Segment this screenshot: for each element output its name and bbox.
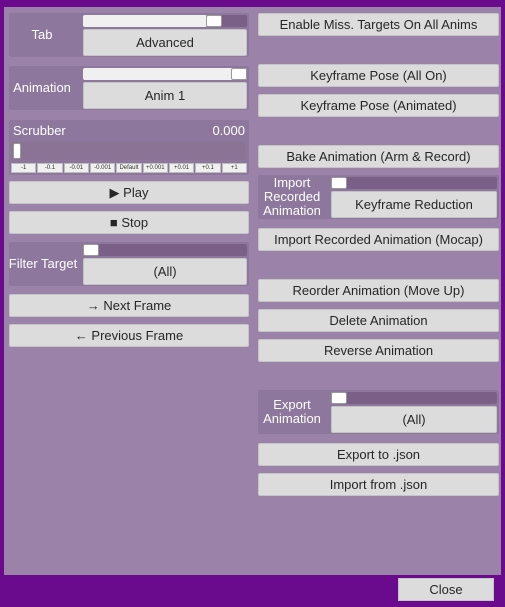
play-button[interactable]: ▶ Play: [9, 181, 249, 204]
reverse-animation-button[interactable]: Reverse Animation: [258, 339, 499, 362]
import-recorded-label: Import Recorded Animation: [263, 175, 321, 218]
filter-target-slider[interactable]: [83, 244, 247, 256]
animation-slider-fill: [83, 68, 247, 80]
delete-animation-button[interactable]: Delete Animation: [258, 309, 499, 332]
animation-dropdown[interactable]: Anim 1: [83, 82, 247, 109]
import-recorded-slider-handle[interactable]: [331, 177, 347, 189]
tab-dropdown[interactable]: Advanced: [83, 29, 247, 56]
step-minus-0.001-button[interactable]: -0.001: [89, 163, 116, 173]
close-button[interactable]: Close: [398, 578, 494, 601]
reorder-animation-button[interactable]: Reorder Animation (Move Up): [258, 279, 499, 302]
step-default-button[interactable]: Default: [116, 163, 142, 173]
tab-slider[interactable]: [83, 15, 247, 27]
scrubber-handle[interactable]: [13, 143, 21, 159]
filter-target-slider-handle[interactable]: [83, 244, 99, 256]
step-plus-0.01-button[interactable]: +0.01: [168, 163, 195, 173]
animation-label: Animation: [13, 80, 71, 95]
step-plus-1-button[interactable]: +1: [221, 163, 247, 173]
tab-slider-handle[interactable]: [206, 15, 222, 27]
filter-target-label: Filter Target: [8, 256, 78, 271]
tab-label: Tab: [31, 27, 53, 42]
next-frame-button[interactable]: → Next Frame: [9, 294, 249, 317]
import-json-button[interactable]: Import from .json: [258, 473, 499, 496]
import-recorded-slider[interactable]: [331, 177, 497, 189]
enable-miss-targets-button[interactable]: Enable Miss. Targets On All Anims: [258, 13, 499, 36]
bake-animation-button[interactable]: Bake Animation (Arm & Record): [258, 145, 499, 168]
stop-button[interactable]: ■ Stop: [9, 211, 249, 234]
export-animation-slider[interactable]: [331, 392, 497, 404]
step-plus-0.1-button[interactable]: +0.1: [195, 163, 221, 173]
scrubber-step-buttons: -1 -0.1 -0.01 -0.001 Default +0.001 +0.0…: [11, 163, 247, 173]
step-minus-1-button[interactable]: -1: [11, 163, 37, 173]
step-minus-0.1-button[interactable]: -0.1: [37, 163, 63, 173]
keyframe-pose-all-on-button[interactable]: Keyframe Pose (All On): [258, 64, 499, 87]
keyframe-reduction-button[interactable]: Keyframe Reduction: [331, 191, 497, 218]
scrubber-slider[interactable]: [11, 142, 245, 160]
step-plus-0.001-button[interactable]: +0.001: [142, 163, 168, 173]
export-animation-slider-handle[interactable]: [331, 392, 347, 404]
export-animation-dropdown[interactable]: (All): [331, 406, 497, 433]
export-json-button[interactable]: Export to .json: [258, 443, 499, 466]
previous-frame-button[interactable]: ← Previous Frame: [9, 324, 249, 347]
tab-slider-fill: [83, 15, 207, 27]
animation-slider-handle[interactable]: [231, 68, 247, 80]
scrubber-value: 0.000: [212, 123, 245, 138]
filter-target-dropdown[interactable]: (All): [83, 258, 247, 285]
scrubber-label: Scrubber: [13, 123, 66, 138]
animation-slider[interactable]: [83, 68, 247, 80]
step-minus-0.01-button[interactable]: -0.01: [63, 163, 89, 173]
keyframe-pose-animated-button[interactable]: Keyframe Pose (Animated): [258, 94, 499, 117]
export-animation-label: Export Animation: [263, 397, 321, 426]
import-mocap-button[interactable]: Import Recorded Animation (Mocap): [258, 228, 499, 251]
